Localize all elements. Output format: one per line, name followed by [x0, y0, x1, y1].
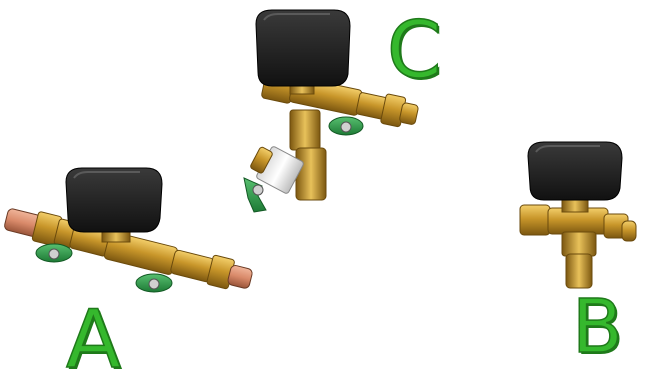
butterfly-handle-icon	[35, 243, 73, 263]
valve-b	[519, 141, 637, 289]
butterfly-handle-icon	[243, 177, 267, 213]
bottom-port	[565, 253, 593, 289]
label-b: B	[571, 284, 623, 370]
label-c: C	[386, 6, 442, 96]
butterfly-handle-icon	[328, 116, 364, 136]
valve-a	[4, 167, 253, 293]
copper-pipe-right	[227, 265, 253, 289]
butterfly-handle-icon	[135, 273, 173, 293]
strainer-body	[295, 147, 327, 201]
valve-c	[243, 9, 419, 213]
actuator-a	[65, 167, 163, 233]
label-a: A	[65, 293, 121, 386]
actuator-c	[255, 9, 351, 87]
union-nut	[519, 204, 551, 236]
actuator-b	[527, 141, 623, 201]
